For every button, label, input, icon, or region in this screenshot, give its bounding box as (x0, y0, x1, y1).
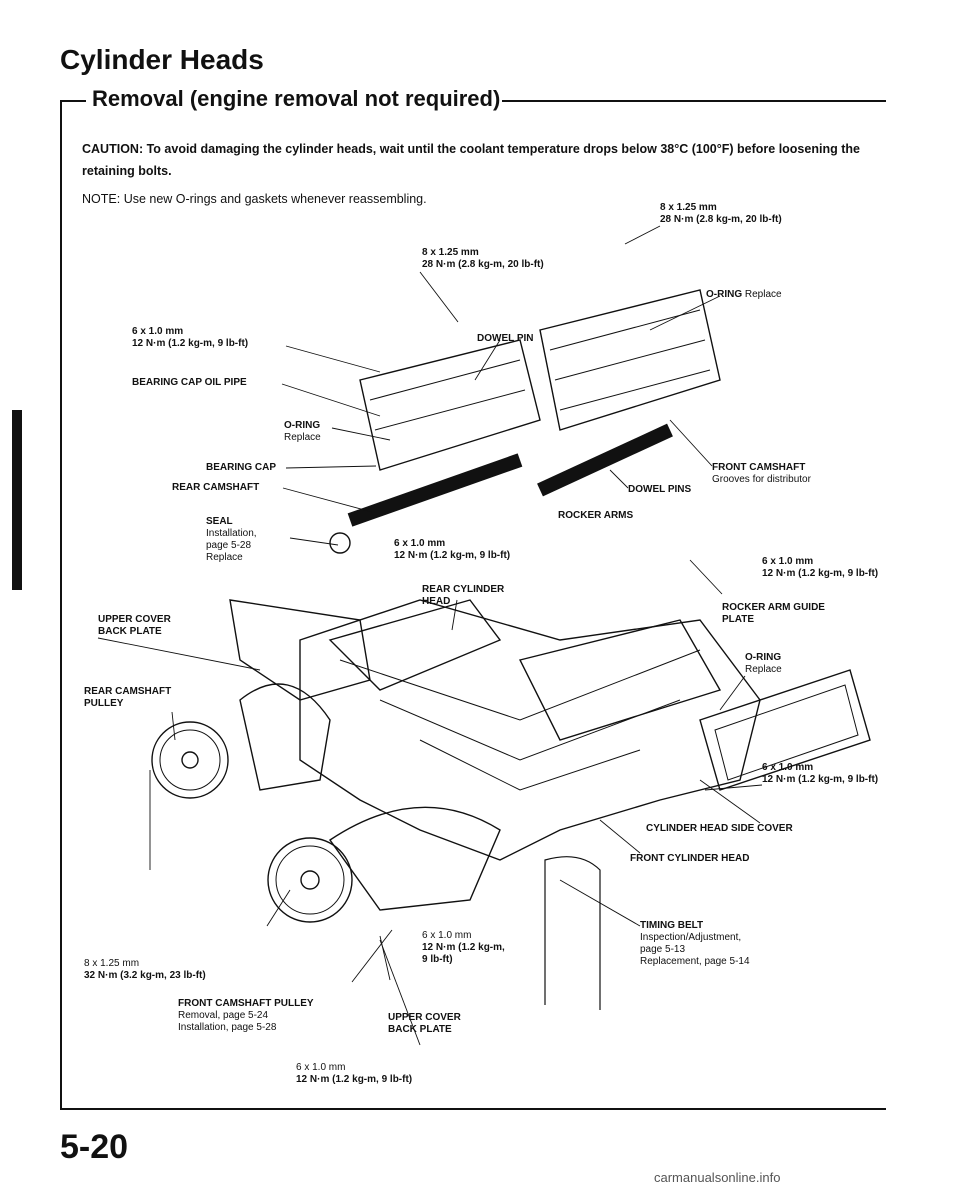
rear-camshaft-shape (347, 453, 523, 527)
caution-label: CAUTION: (82, 142, 144, 156)
label-bolt-right-low: 6 x 1.0 mm 12 N·m (1.2 kg-m, 9 lb-ft) (762, 762, 879, 785)
label-upper-cover-back-plate-left: UPPER COVER BACK PLATE (98, 614, 171, 637)
subtitle-rule-left (60, 100, 86, 102)
label-cylinder-head-side-cover: CYLINDER HEAD SIDE COVER (646, 823, 793, 834)
label-seal: SEAL Installation, page 5-28 Replace (206, 516, 257, 563)
engine-block (299, 599, 761, 861)
note-block: NOTE: Use new O-rings and gaskets whenev… (82, 192, 427, 206)
seal-ring (329, 532, 351, 554)
front-camshaft-shape (537, 423, 673, 497)
label-bolt-right-mid: 6 x 1.0 mm 12 N·m (1.2 kg-m, 9 lb-ft) (762, 556, 879, 579)
subtitle-rule-right (502, 100, 886, 102)
bottom-rule (60, 1108, 886, 1110)
label-bolt-top-center: 8 x 1.25 mm 28 N·m (2.8 kg-m, 20 lb-ft) (422, 247, 544, 270)
label-bearing-cap: BEARING CAP (206, 462, 277, 473)
label-bolt-bottom-center: 6 x 1.0 mm 12 N·m (1.2 kg-m, 9 lb-ft) (422, 930, 505, 965)
upper-cover-back-plate-shape (229, 599, 371, 701)
rear-timing-cover (239, 683, 331, 791)
label-bolt-left-top: 6 x 1.0 mm 12 N·m (1.2 kg-m, 9 lb-ft) (132, 326, 249, 349)
label-bolt-center: 6 x 1.0 mm 12 N·m (1.2 kg-m, 9 lb-ft) (394, 538, 511, 561)
front-bearing-cap-shape (539, 289, 721, 431)
page-title: Cylinder Heads (60, 44, 264, 75)
footer-watermark: carmanualsonline.info (654, 1170, 781, 1185)
label-dowel-pin: DOWEL PIN (477, 333, 534, 344)
label-front-camshaft: FRONT CAMSHAFT Grooves for distributor (712, 462, 811, 485)
label-front-cylinder-head: FRONT CYLINDER HEAD (630, 853, 750, 864)
timing-belt-inset (544, 856, 601, 1010)
label-rear-cylinder-head: REAR CYLINDER HEAD (422, 584, 505, 607)
label-bolt-bottom-left: 8 x 1.25 mm 32 N·m (3.2 kg-m, 23 lb-ft) (84, 958, 206, 981)
label-oring-left: O-RING Replace (284, 420, 321, 443)
label-front-camshaft-pulley: FRONT CAMSHAFT PULLEY Removal, page 5-24… (178, 998, 314, 1033)
section-tab-marker (12, 410, 22, 590)
label-oring-right: O-RING Replace (745, 652, 782, 675)
side-cover-shape (699, 669, 871, 791)
label-bolt-bottom: 6 x 1.0 mm 12 N·m (1.2 kg-m, 9 lb-ft) (296, 1062, 413, 1085)
caution-text: To avoid damaging the cylinder heads, wa… (82, 142, 860, 178)
front-camshaft-pulley (267, 837, 353, 923)
left-margin-rule (60, 100, 62, 1110)
label-bolt-top-right: 8 x 1.25 mm 28 N·m (2.8 kg-m, 20 lb-ft) (660, 202, 782, 225)
section-subtitle: Removal (engine removal not required) (92, 86, 501, 111)
front-timing-cover (329, 806, 501, 911)
label-oring-top: O-RING Replace (706, 289, 782, 300)
label-timing-belt: TIMING BELT Inspection/Adjustment, page … (640, 920, 750, 967)
caution-block: CAUTION: To avoid damaging the cylinder … (82, 138, 882, 182)
rear-camshaft-pulley (151, 721, 229, 799)
label-rear-camshaft: REAR CAMSHAFT (172, 482, 260, 493)
rear-bearing-cap-shape (359, 339, 541, 471)
rear-cylinder-head-shape (328, 599, 502, 691)
note-label: NOTE: (82, 192, 121, 206)
note-text: Use new O-rings and gaskets whenever rea… (123, 192, 427, 206)
label-rocker-arms: ROCKER ARMS (558, 510, 634, 521)
engine-block-detail (339, 649, 701, 791)
label-upper-cover-back-plate-bottom: UPPER COVER BACK PLATE (388, 1012, 461, 1035)
label-rear-camshaft-pulley: REAR CAMSHAFT PULLEY (84, 686, 172, 709)
label-bearing-cap-oil-pipe: BEARING CAP OIL PIPE (132, 377, 247, 388)
label-rocker-arm-guide-plate: ROCKER ARM GUIDE PLATE (722, 602, 825, 625)
front-cylinder-head-shape (518, 619, 722, 741)
label-dowel-pins: DOWEL PINS (628, 484, 692, 495)
page-number: 5-20 (60, 1128, 129, 1166)
